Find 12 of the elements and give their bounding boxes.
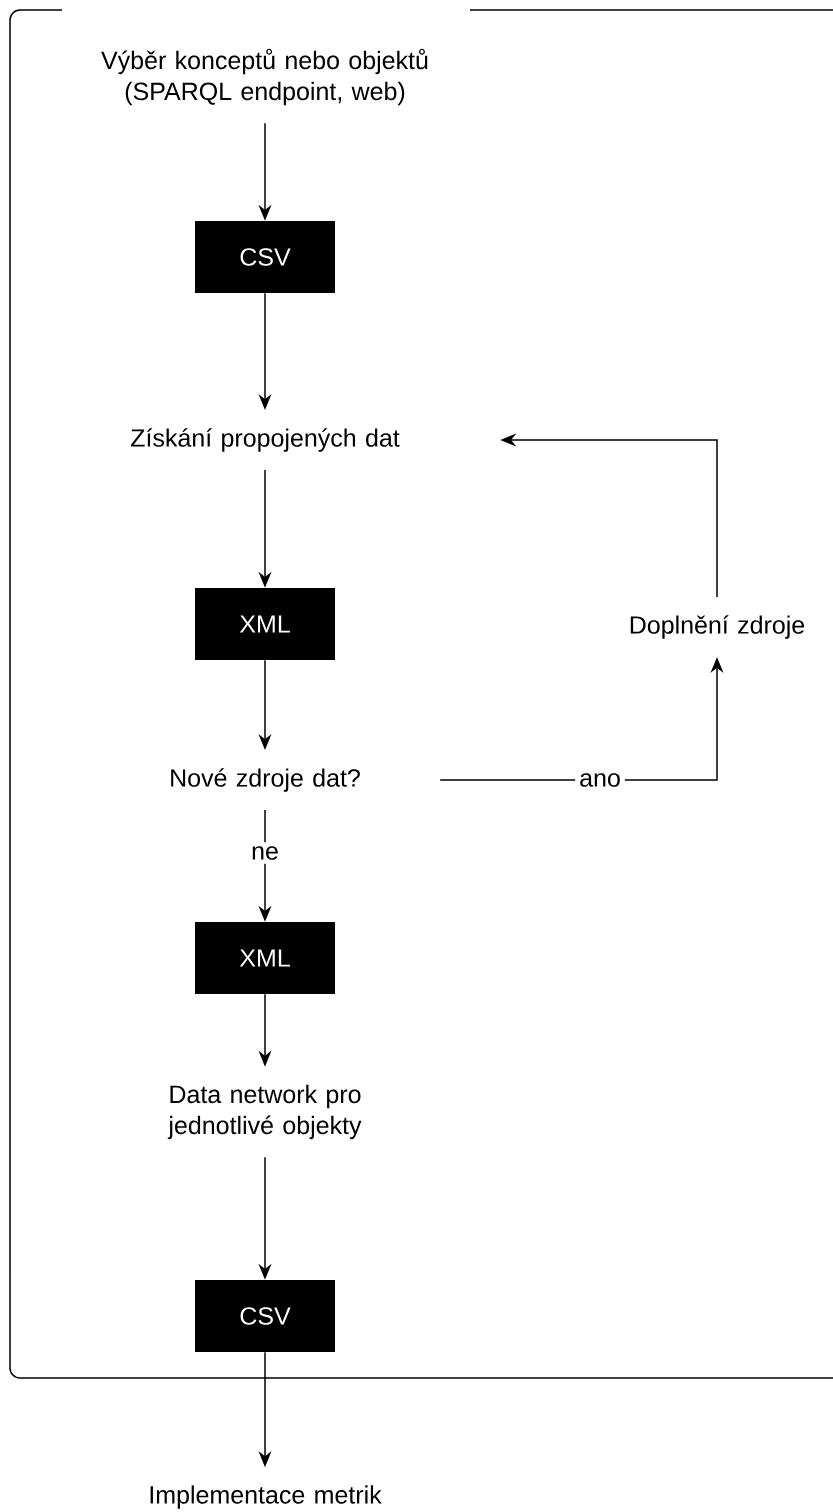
step-text: Získání propojených dat <box>131 428 400 452</box>
step-text: Data network pro jednotlivé objekty <box>167 1084 362 1140</box>
step-text: Nové zdroje dat? <box>171 768 360 792</box>
edge-label: ne <box>247 842 283 864</box>
step-text: Výběr konceptů nebo objektů (SPARQL endpoint, web) <box>101 48 428 106</box>
step-text: Doplnění zdroje <box>630 615 805 639</box>
data-box: XML <box>195 922 335 994</box>
edge-label: ano <box>575 769 625 791</box>
data-box: CSV <box>195 221 335 293</box>
data-box: CSV <box>195 1280 335 1352</box>
step-text: Implementace metrik <box>150 1485 382 1509</box>
data-box: XML <box>195 588 335 660</box>
